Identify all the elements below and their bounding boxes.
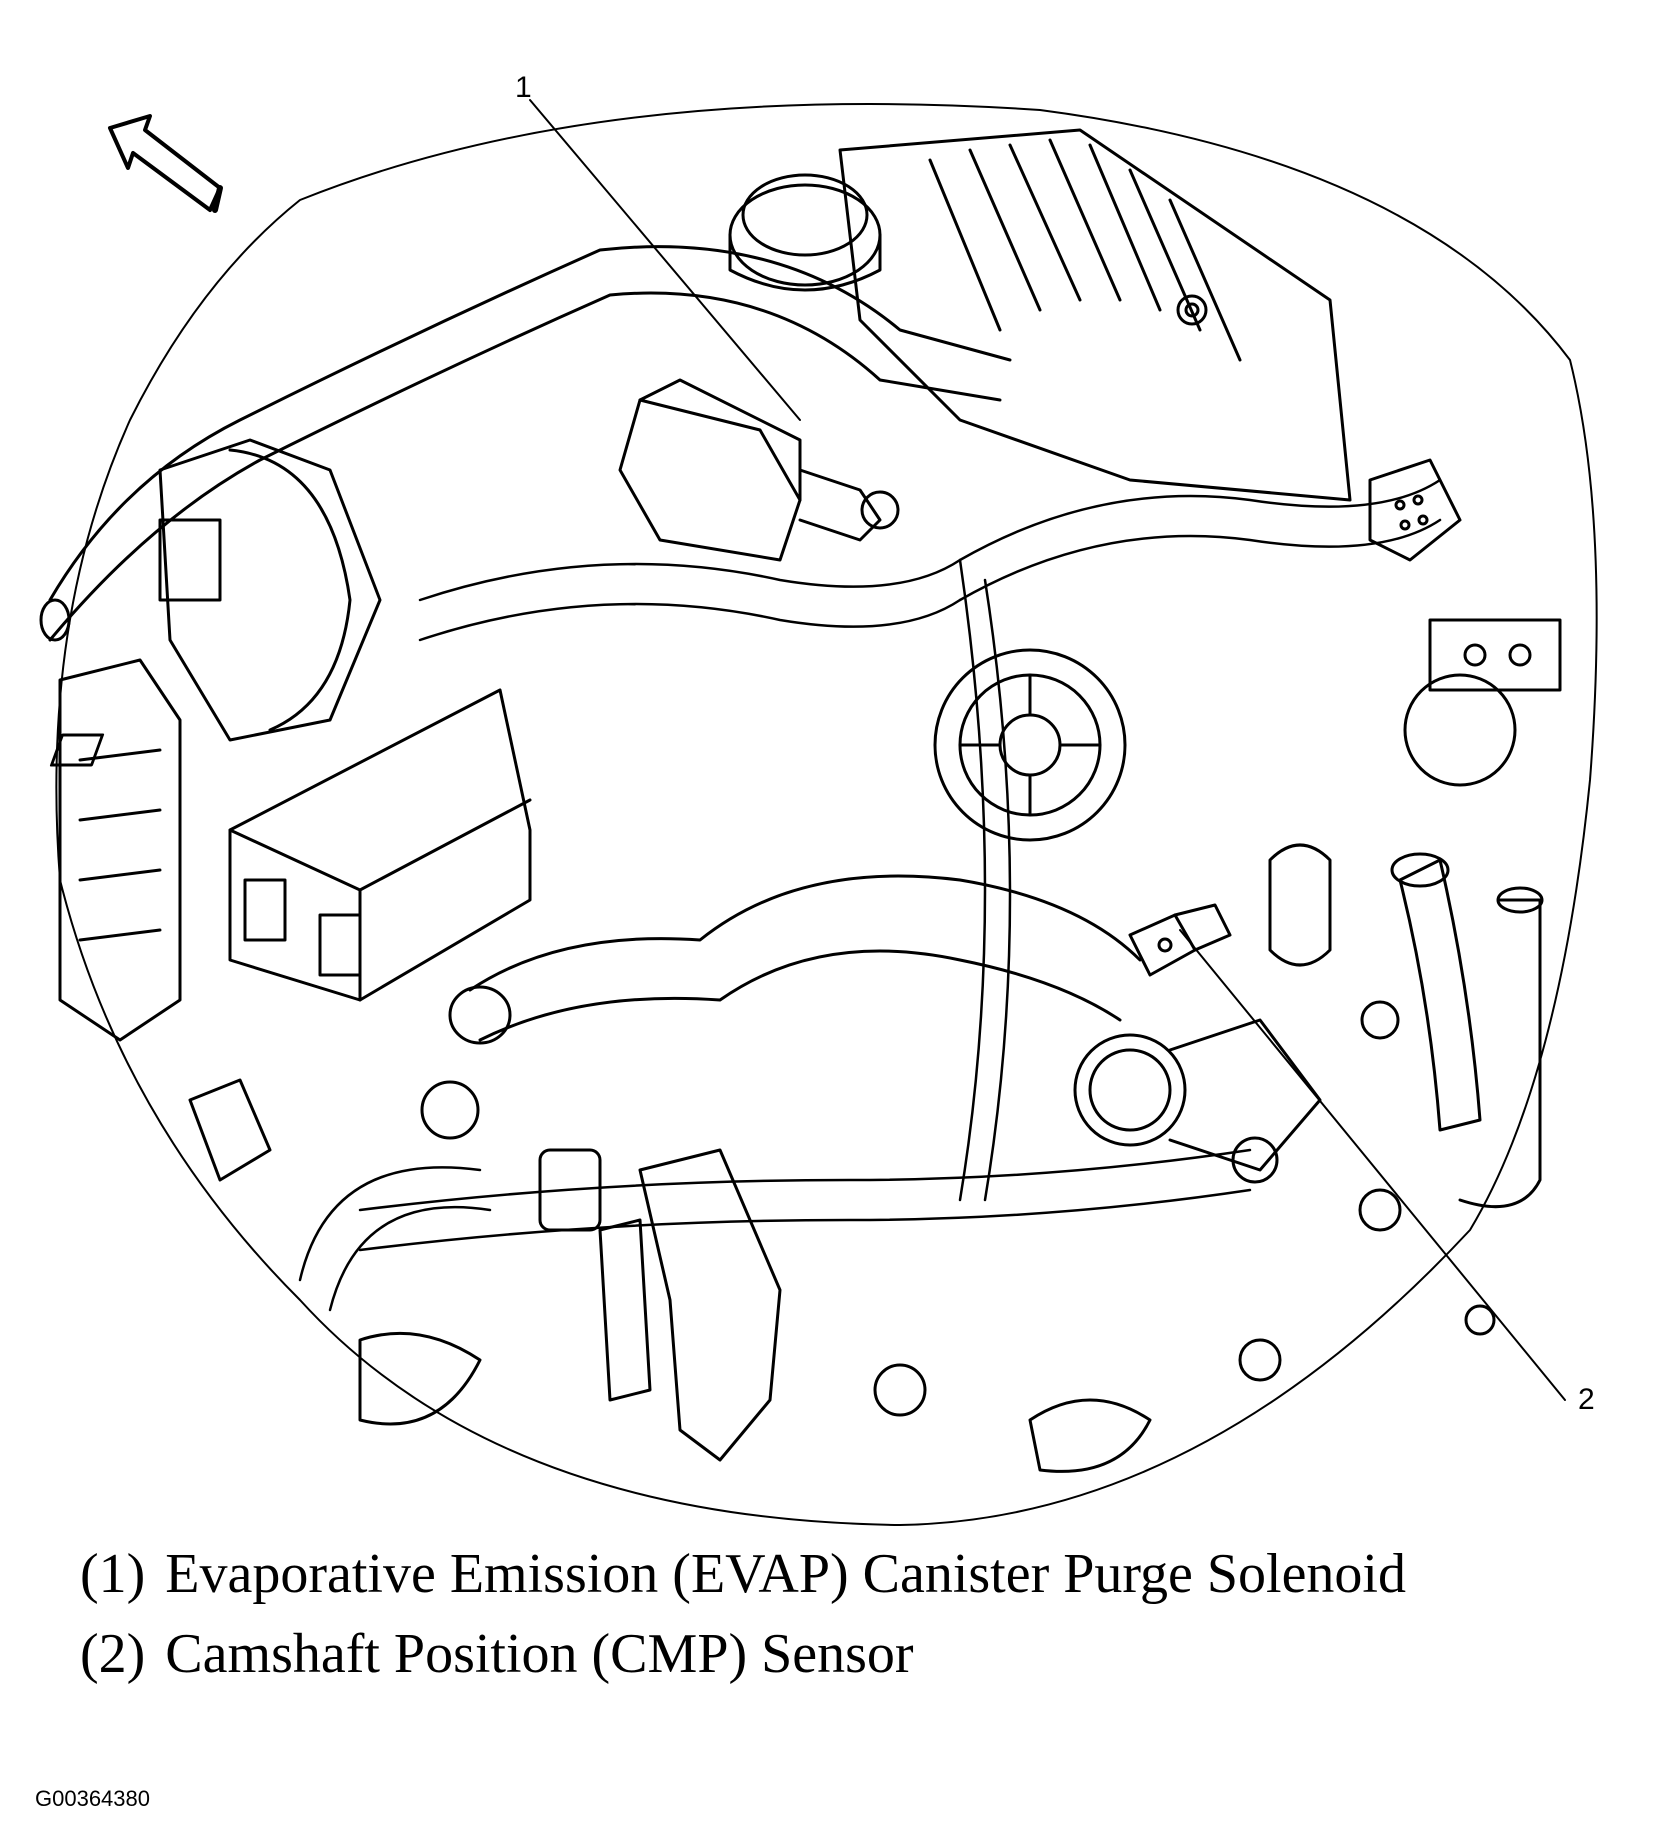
wire-harness (298, 478, 1442, 1312)
legend-number: (2) (80, 1623, 146, 1685)
legend-label: Camshaft Position (CMP) Sensor (165, 1623, 914, 1685)
leader-line-1 (529, 99, 801, 421)
left-connectors (58, 658, 182, 1042)
forward-arrow-icon (108, 114, 223, 213)
valve-cover (838, 128, 1352, 502)
callout-2: 2 (1578, 1383, 1595, 1416)
upper-hose (39, 245, 1012, 642)
mounting-bracket (1403, 618, 1562, 787)
engine-bay-outline (55, 103, 1598, 1526)
leader-line-2 (1179, 929, 1566, 1401)
callout-1: 1 (515, 71, 532, 104)
harness-connector (1368, 458, 1462, 562)
cmp-sensor (1128, 903, 1232, 977)
legend-item-2: (2) Camshaft Position (CMP) Sensor (80, 1614, 1406, 1694)
throttle-body (158, 438, 382, 742)
legend: (1) Evaporative Emission (EVAP) Canister… (80, 1534, 1406, 1694)
relay-box (49, 688, 532, 1002)
legend-item-1: (1) Evaporative Emission (EVAP) Canister… (80, 1534, 1406, 1614)
legend-number: (1) (80, 1543, 146, 1605)
leader-lines (529, 99, 1566, 1401)
evap-purge-solenoid (618, 378, 900, 562)
intake-tube (448, 874, 1142, 1045)
lower-engine (188, 1000, 1496, 1473)
coolant-outlets (1073, 843, 1544, 1209)
legend-label: Evaporative Emission (EVAP) Canister Pur… (165, 1543, 1406, 1605)
figure-id: G00364380 (35, 1786, 150, 1811)
oil-filler-cap (728, 173, 882, 292)
pulley (933, 648, 1127, 842)
